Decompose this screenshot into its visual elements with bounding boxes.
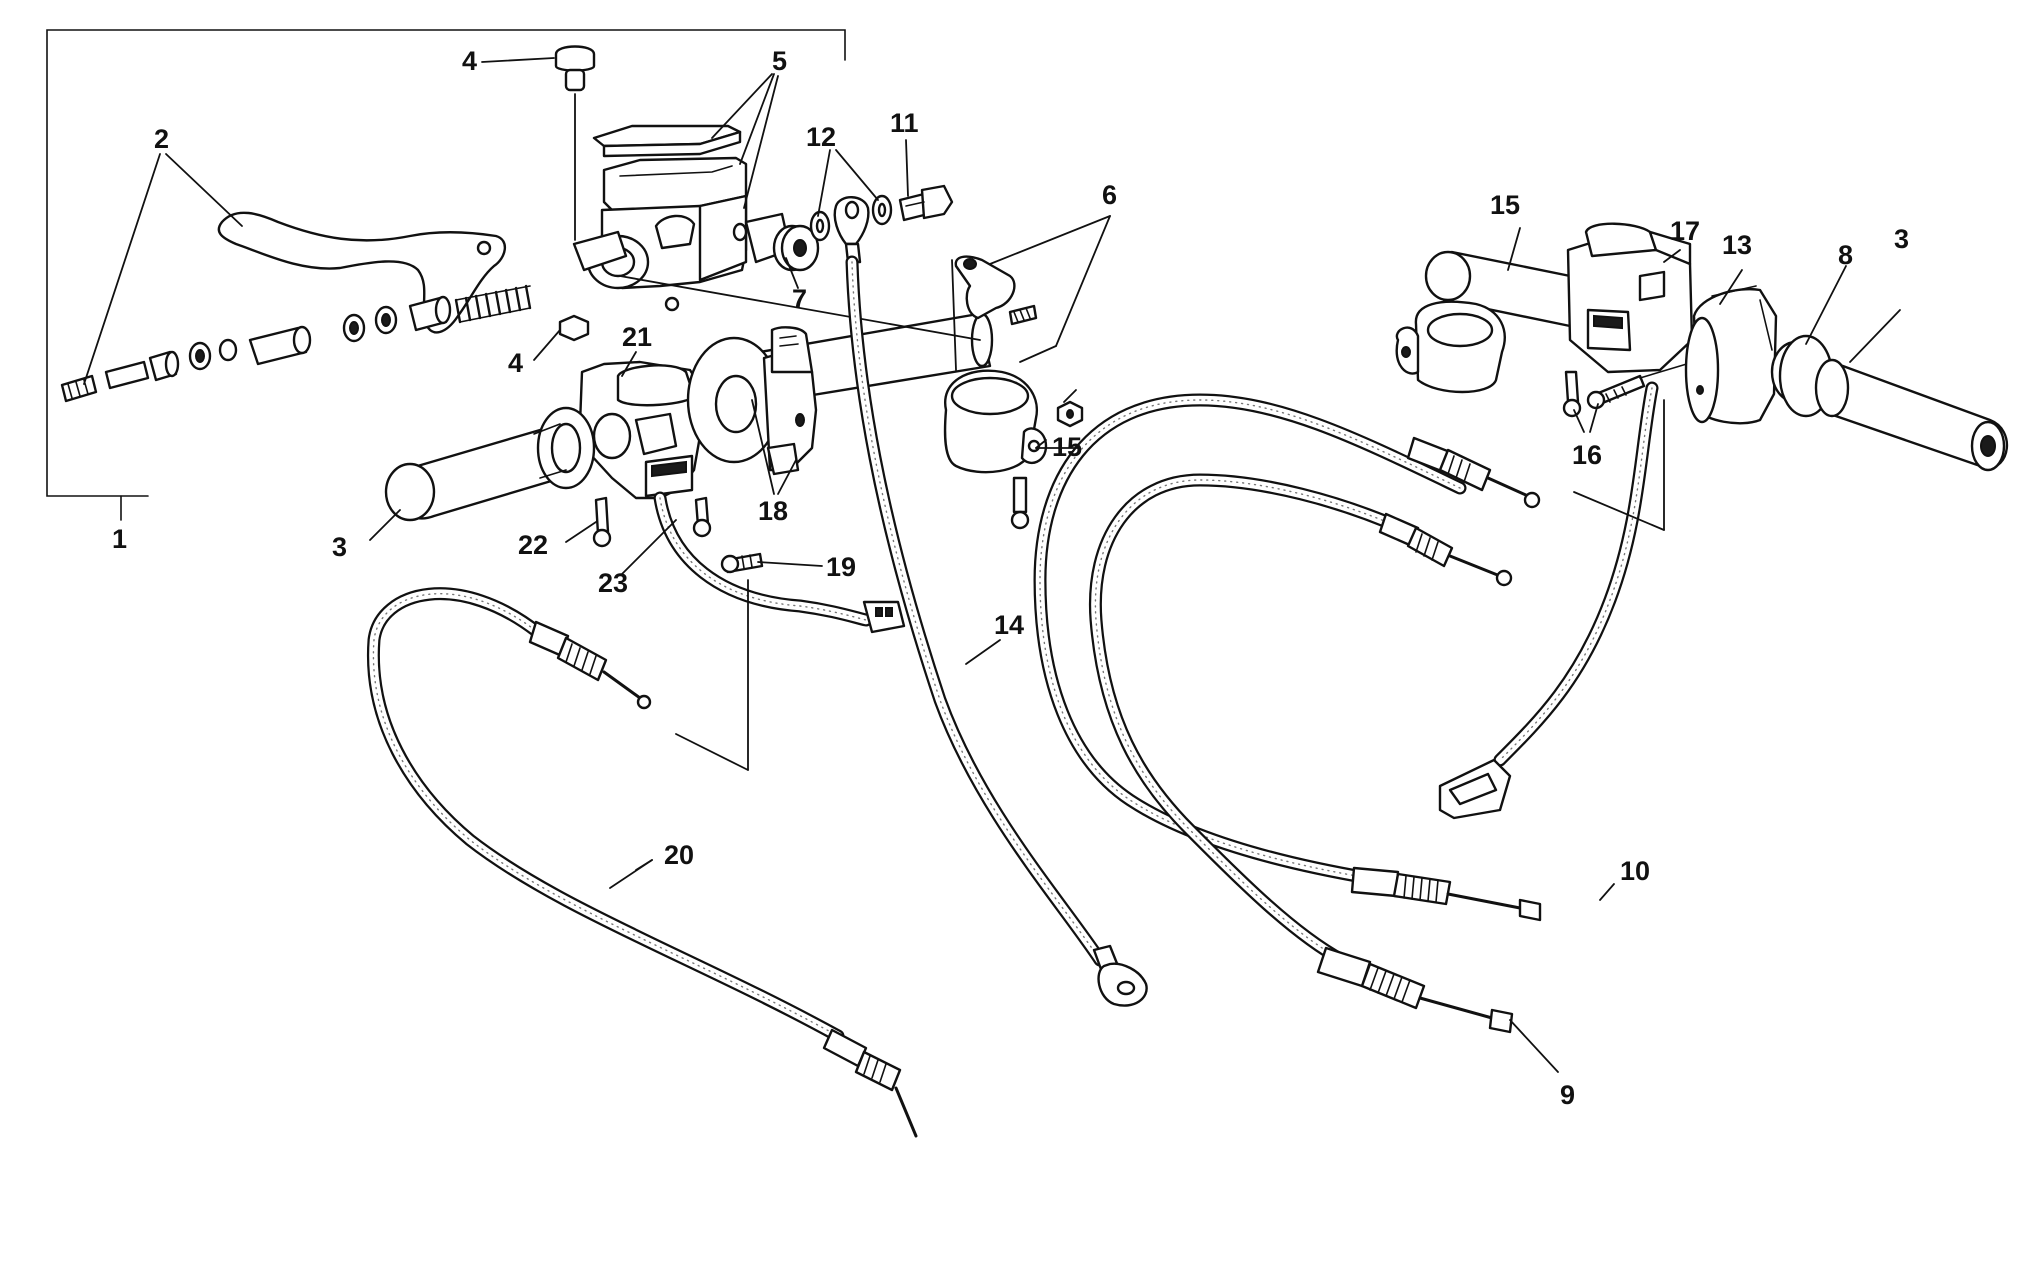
cable-20	[366, 587, 918, 1138]
callout-17: 17	[1670, 216, 1700, 246]
brake-hose-banjo	[833, 196, 870, 264]
callout-8: 8	[1838, 240, 1853, 270]
callout-12: 12	[806, 122, 836, 152]
callout-10: 10	[1620, 856, 1650, 886]
callout-15-right: 15	[1490, 190, 1520, 220]
drum-screw	[720, 552, 764, 574]
throttle-cable-open	[1033, 393, 1542, 922]
leader-lines	[83, 57, 1901, 1073]
callout-2: 2	[154, 124, 169, 154]
callout-14: 14	[994, 610, 1024, 640]
brake-hose	[845, 255, 1148, 1007]
callout-19: 19	[826, 552, 856, 582]
callout-20: 20	[664, 840, 694, 870]
right-switch-housing	[1566, 222, 1694, 374]
callout-18: 18	[758, 496, 788, 526]
right-grip	[1814, 358, 2008, 472]
left-grip	[384, 406, 596, 522]
callout-6: 6	[1102, 180, 1117, 210]
callout-3-left: 3	[332, 532, 347, 562]
lever-clamp	[943, 255, 1048, 474]
right-switch-wiring	[1438, 381, 1665, 820]
switch-screws	[592, 496, 712, 548]
routing-lines	[619, 259, 981, 771]
reservoir-cap-screw	[554, 45, 596, 241]
throttle-housing	[1684, 285, 1778, 425]
master-cylinder-piston-parts	[60, 284, 532, 403]
clamp-nut	[1056, 400, 1084, 428]
callout-21: 21	[622, 322, 652, 352]
callout-4-top: 4	[462, 46, 477, 76]
callout-16: 16	[1572, 440, 1602, 470]
callout-22: 22	[518, 530, 548, 560]
assembly-1-bracket	[46, 29, 846, 521]
callout-9: 9	[1560, 1080, 1575, 1110]
right-switch-screws	[1562, 359, 1701, 418]
clamp-bolt-lower	[1010, 476, 1030, 530]
copper-washers	[809, 194, 893, 242]
callout-7: 7	[792, 284, 807, 314]
banjo-bolt	[898, 184, 954, 222]
left-switch-wiring	[653, 491, 906, 634]
banjo-union	[772, 224, 820, 272]
callout-15-left: 15	[1052, 432, 1082, 462]
callout-4-bottom: 4	[508, 348, 523, 378]
master-cylinder	[572, 124, 792, 312]
callout-23: 23	[598, 568, 628, 598]
callout-labels: 1 2 3 3 4 4 5 6 7 8 9 10 11 12 13 14 15 …	[112, 46, 1909, 1110]
throttle-cable-close	[1088, 473, 1514, 1034]
callout-1: 1	[112, 524, 127, 554]
return-spring	[454, 284, 532, 324]
throttle-drum	[686, 326, 818, 476]
brake-lever	[217, 211, 506, 334]
callout-11: 11	[890, 108, 919, 138]
callout-5: 5	[772, 46, 787, 76]
callout-3-right: 3	[1894, 224, 1909, 254]
lever-pivot-nut	[558, 314, 590, 342]
right-throttle-tube	[1395, 250, 1582, 394]
callout-13: 13	[1722, 230, 1752, 260]
